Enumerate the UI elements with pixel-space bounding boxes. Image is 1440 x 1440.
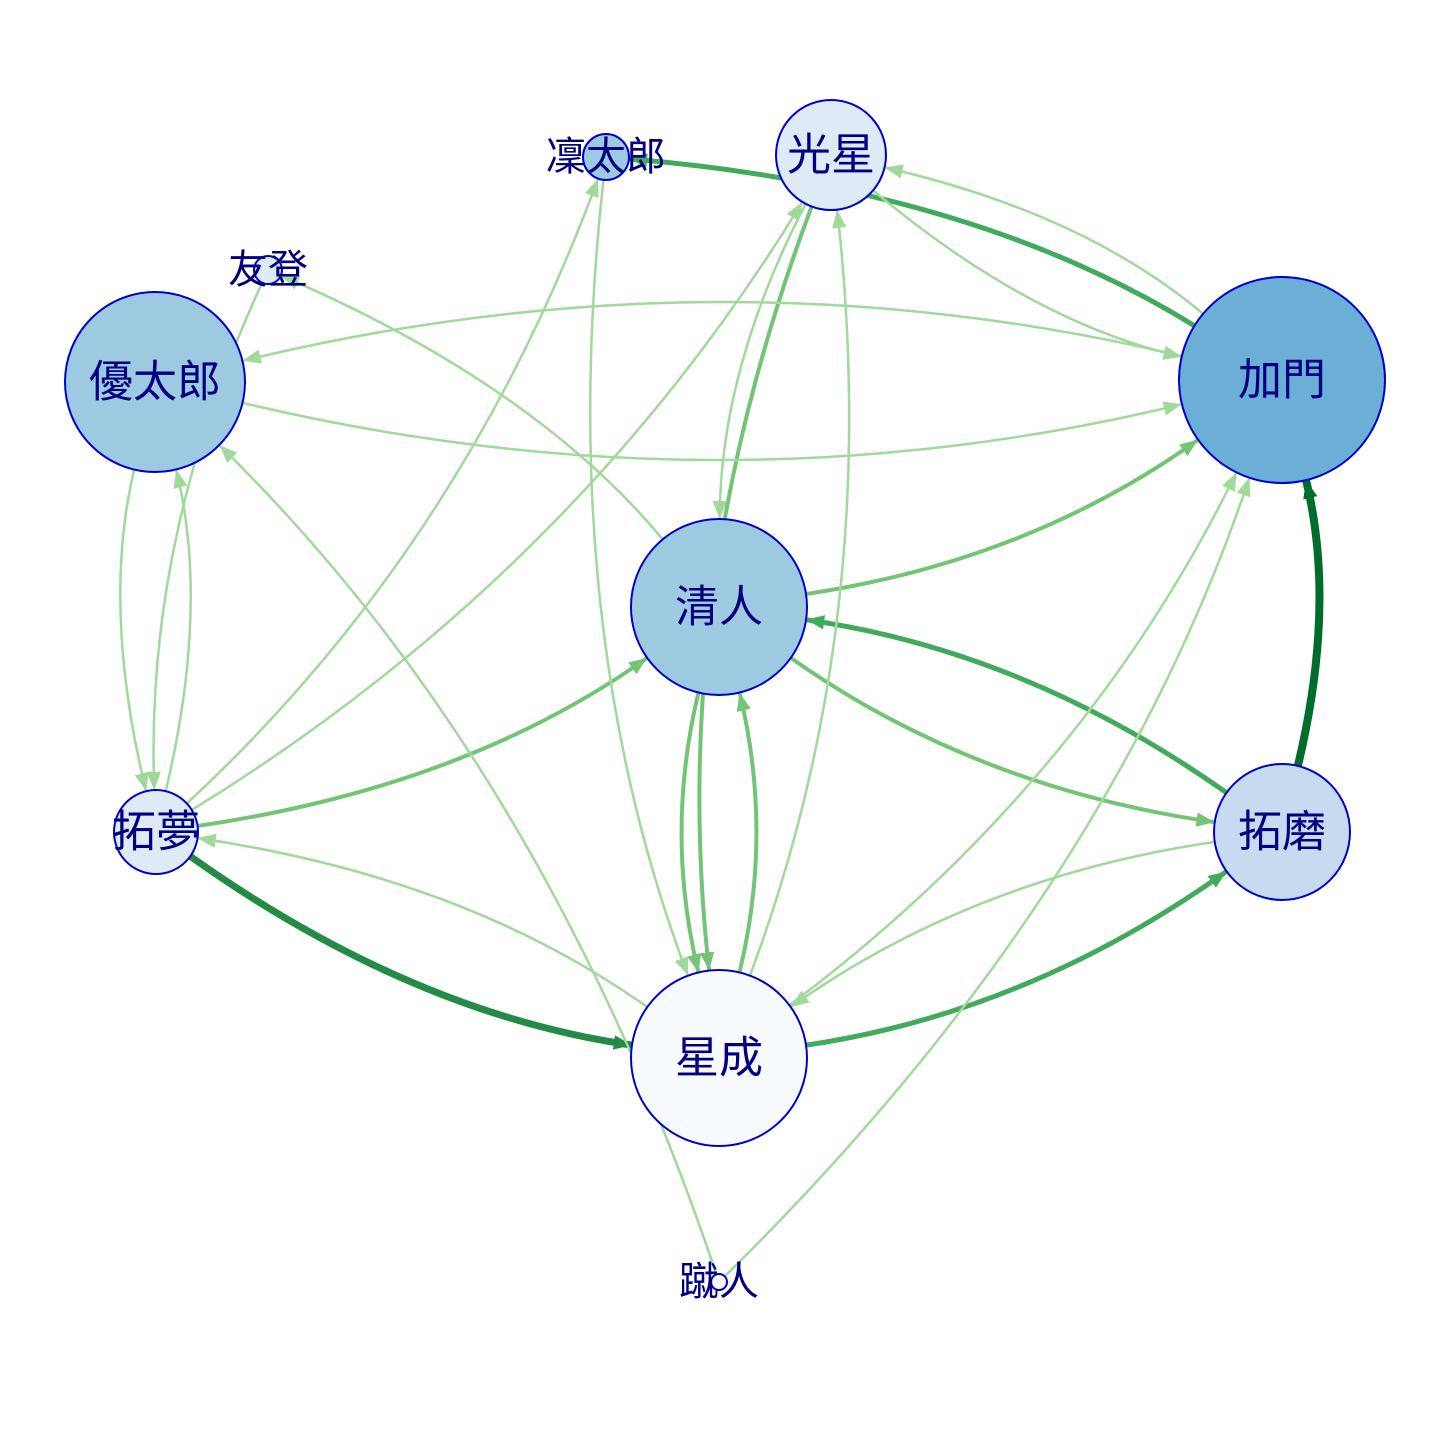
edge-rintaro-to-seisei	[588, 178, 689, 976]
edge-kamon-to-rintaro	[628, 153, 1197, 329]
node-circle-takuma	[1213, 763, 1351, 901]
edge-takumu-to-seisei	[186, 852, 634, 1050]
node-circle-kamon	[1178, 276, 1386, 484]
edge-seisei-to-takumu	[197, 833, 649, 1009]
edge-takuma-to-kamon	[1293, 478, 1324, 770]
edge-yutaro-to-takumu	[119, 468, 149, 791]
node-circle-seisei	[630, 969, 808, 1147]
edge-kamon-to-kousei	[884, 164, 1205, 316]
node-tomo: 友登	[228, 247, 308, 293]
edge-takumu-to-kousei	[190, 202, 803, 812]
edge-takuma-to-seisei	[790, 840, 1216, 1008]
node-label-kamon: 加門	[1238, 355, 1326, 406]
node-label-rintaro: 凜太郎	[546, 134, 666, 180]
node-yutaro: 優太郎	[64, 291, 246, 473]
node-label-yutaro: 優太郎	[89, 357, 221, 408]
edge-seisei-to-kamon	[788, 472, 1237, 1007]
edge-yutaro-to-kamon	[241, 401, 1182, 462]
node-label-seisei: 星成	[675, 1033, 763, 1084]
node-label-takumu: 拓夢	[112, 807, 200, 858]
edge-shuto-to-yutaro	[219, 445, 718, 1276]
edge-kiyoto-to-kamon	[804, 438, 1199, 597]
node-circle-yutaro	[64, 291, 246, 473]
edge-seisei-to-kiyoto	[736, 692, 759, 975]
edge-takuma-to-kiyoto	[805, 615, 1229, 796]
node-label-tomo: 友登	[228, 247, 308, 293]
edge-takumu-to-kiyoto	[195, 656, 648, 828]
edge-kiyoto-to-takuma	[788, 655, 1215, 827]
node-kousei: 光星	[775, 99, 887, 211]
node-kiyoto: 清人	[630, 518, 808, 696]
edge-shuto-to-kamon	[723, 477, 1251, 1278]
node-shuto: 蹴人	[679, 1259, 759, 1305]
node-circle-shuto	[710, 1273, 728, 1291]
edge-takumu-to-yutaro	[164, 469, 192, 793]
edge-seisei-to-takuma	[803, 870, 1228, 1048]
node-label-kousei: 光星	[787, 130, 875, 181]
node-takumu: 拓夢	[112, 789, 200, 875]
node-circle-tomo	[253, 255, 283, 285]
edge-kousei-to-kamon	[871, 189, 1182, 360]
node-label-shuto: 蹴人	[679, 1259, 759, 1305]
edge-kamon-to-yutaro	[242, 300, 1184, 364]
node-rintaro: 凜太郎	[546, 133, 666, 181]
node-circle-rintaro	[582, 133, 630, 181]
edge-takumu-to-rintaro	[185, 178, 599, 805]
node-label-takuma: 拓磨	[1238, 807, 1326, 858]
edges-layer	[119, 153, 1324, 1278]
edge-seisei-to-kousei	[748, 209, 851, 977]
edge-kiyoto-to-seisei	[679, 690, 702, 973]
edge-kousei-to-kiyoto	[712, 202, 807, 519]
node-seisei: 星成	[630, 969, 808, 1147]
node-circle-kiyoto	[630, 518, 808, 696]
edge-kiyoto-to-tomo	[281, 275, 664, 541]
node-circle-takumu	[113, 789, 199, 875]
node-circle-kousei	[775, 99, 887, 211]
node-takuma: 拓磨	[1213, 763, 1351, 901]
node-label-kiyoto: 清人	[675, 582, 763, 633]
node-kamon: 加門	[1178, 276, 1386, 484]
